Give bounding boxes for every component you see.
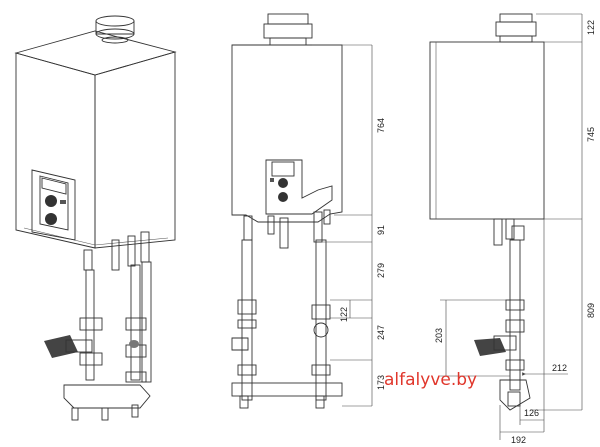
dim-173: 173: [376, 375, 386, 390]
dim-203: 203: [434, 328, 444, 343]
dim-764: 764: [376, 118, 386, 133]
boiler-isometric-icon: [14, 15, 177, 421]
dim-809: 809: [586, 303, 596, 318]
boiler-front-icon: [231, 13, 343, 409]
front-dimensions: [312, 44, 373, 407]
side-dimensions: [440, 13, 583, 440]
dim-745: 745: [586, 127, 596, 142]
dim-212: 212: [552, 363, 567, 373]
dim-122-side: 122: [586, 20, 596, 35]
dim-126: 126: [524, 408, 539, 418]
dim-192: 192: [511, 435, 526, 445]
dim-247: 247: [376, 325, 386, 340]
dim-279: 279: [376, 263, 386, 278]
dim-91: 91: [376, 225, 386, 235]
watermark: alfalyve.by: [384, 370, 477, 390]
boiler-side-icon: [429, 13, 545, 411]
dim-122: 122: [339, 307, 349, 322]
